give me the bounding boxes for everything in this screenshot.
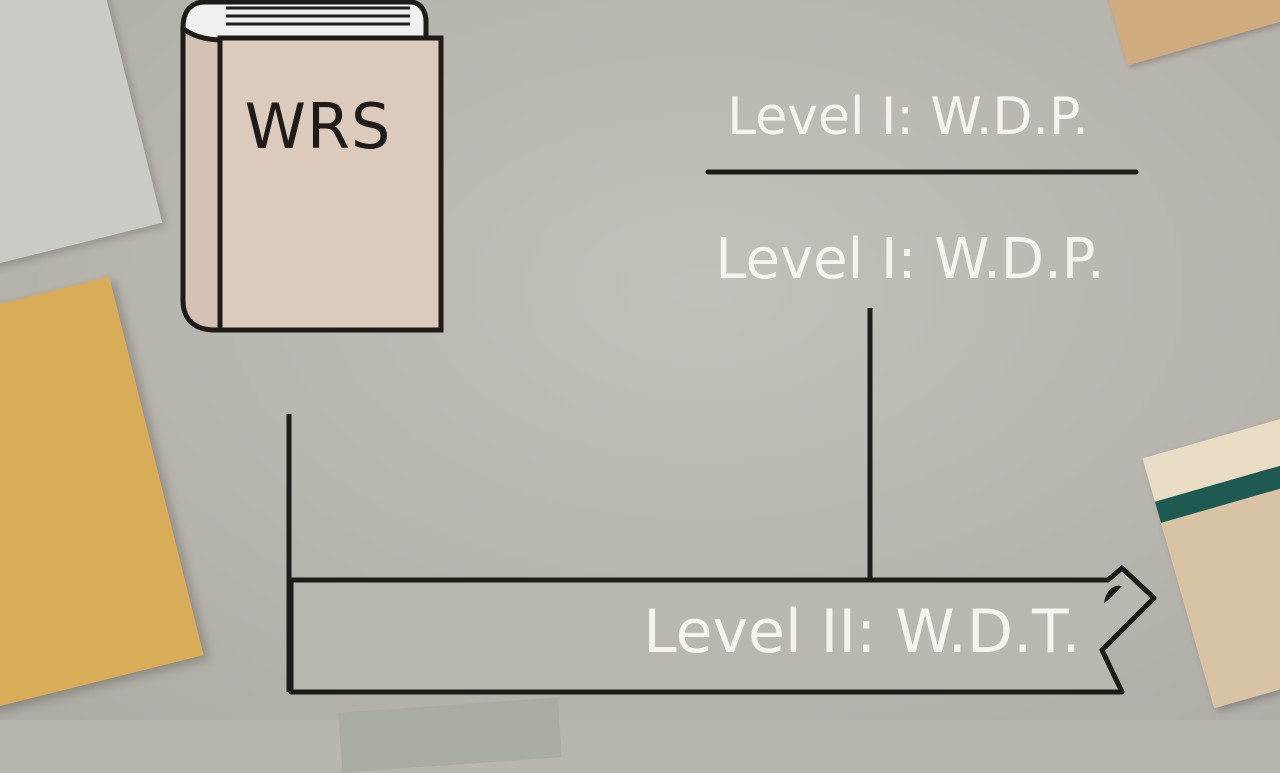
book-pages: [180, 0, 429, 43]
level-title-top: Level I: W.D.P.: [727, 87, 1089, 147]
book-spine: [180, 25, 225, 333]
book-label: WRS: [245, 90, 392, 163]
book-icon: WRS: [180, 0, 444, 333]
arrow-fold-mark: [1104, 585, 1122, 603]
level-ii-arrow-banner: Level II: W.D.T.: [288, 565, 1157, 695]
arrow-banner-shape: [288, 565, 1157, 695]
book-cover: [217, 35, 444, 333]
level-title-middle: Level I: W.D.P.: [715, 227, 1104, 292]
hierarchy-diagram: WRS Level I: W.D.P. Level I: W.D.P. Leve…: [180, 0, 1157, 695]
level-title-bottom: Level II: W.D.T.: [643, 597, 1081, 667]
